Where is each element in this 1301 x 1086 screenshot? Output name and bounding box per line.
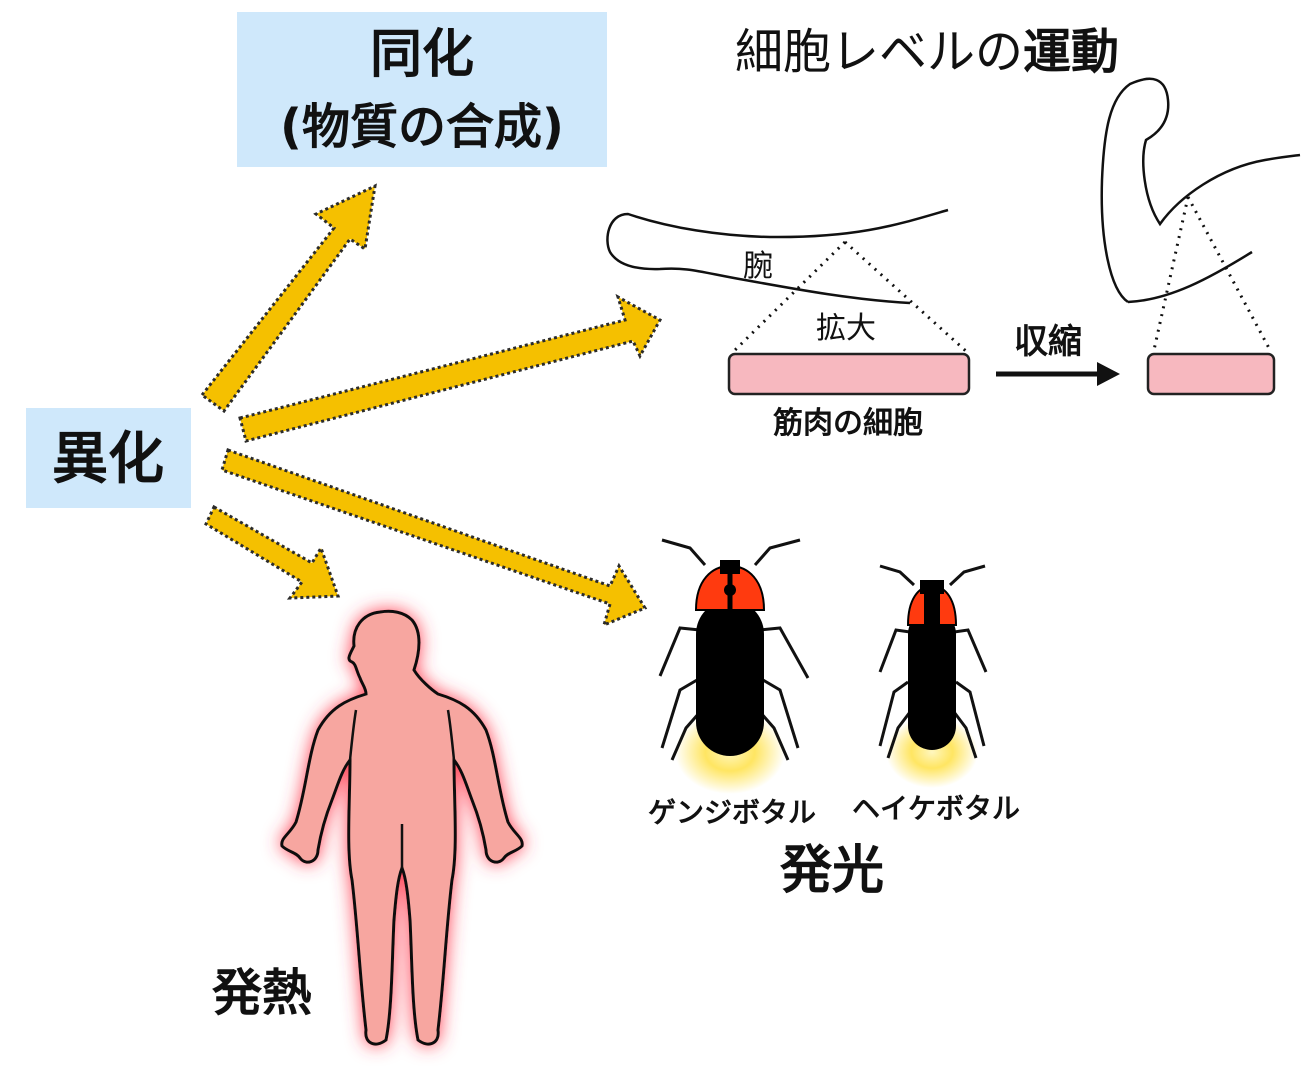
cell-motion-emph: 運動 bbox=[1023, 24, 1119, 80]
contraction-label: 収縮 bbox=[1014, 322, 1082, 362]
catabolism-box: 異化 bbox=[26, 408, 191, 508]
flexed-magnify-lines bbox=[1152, 196, 1272, 351]
muscle-cell-label: 筋肉の細胞 bbox=[773, 406, 923, 441]
cell-motion-prefix: 細胞レベルの bbox=[735, 24, 1023, 80]
cell-motion-title: 細胞レベルの運動 bbox=[735, 24, 1119, 80]
arrow-to-muscle bbox=[238, 293, 663, 443]
luminescence-label: 発光 bbox=[780, 841, 884, 901]
arrows bbox=[199, 183, 663, 628]
anabolism-box: 同化 (物質の合成) bbox=[237, 12, 607, 167]
catabolism-title: 異化 bbox=[52, 427, 164, 492]
anabolism-title: 同化 bbox=[370, 25, 474, 85]
magnify-lines bbox=[731, 240, 969, 354]
genji-label: ゲンジボタル bbox=[648, 796, 816, 829]
arrow-to-heat bbox=[204, 504, 341, 600]
genji-firefly: ゲンジボタル bbox=[648, 538, 816, 829]
arm-outline bbox=[606, 208, 949, 305]
arrow-to-firefly bbox=[220, 448, 648, 628]
arm-label: 腕 bbox=[743, 249, 773, 284]
heike-firefly: ヘイケボタル bbox=[852, 564, 1020, 825]
flexed-arm-outline bbox=[1100, 77, 1301, 304]
muscle-cell-contracted bbox=[1146, 352, 1276, 396]
heat-label: 発熱 bbox=[212, 964, 312, 1022]
arrow-to-anabolism bbox=[199, 183, 377, 414]
contraction-arrow bbox=[996, 362, 1120, 386]
magnify-label: 拡大 bbox=[816, 311, 876, 346]
muscle-cell-relaxed bbox=[727, 352, 971, 396]
human-details bbox=[348, 709, 456, 868]
anabolism-subtitle: (物質の合成) bbox=[280, 99, 564, 155]
heike-label: ヘイケボタル bbox=[852, 792, 1020, 825]
heike-glow bbox=[886, 716, 978, 788]
